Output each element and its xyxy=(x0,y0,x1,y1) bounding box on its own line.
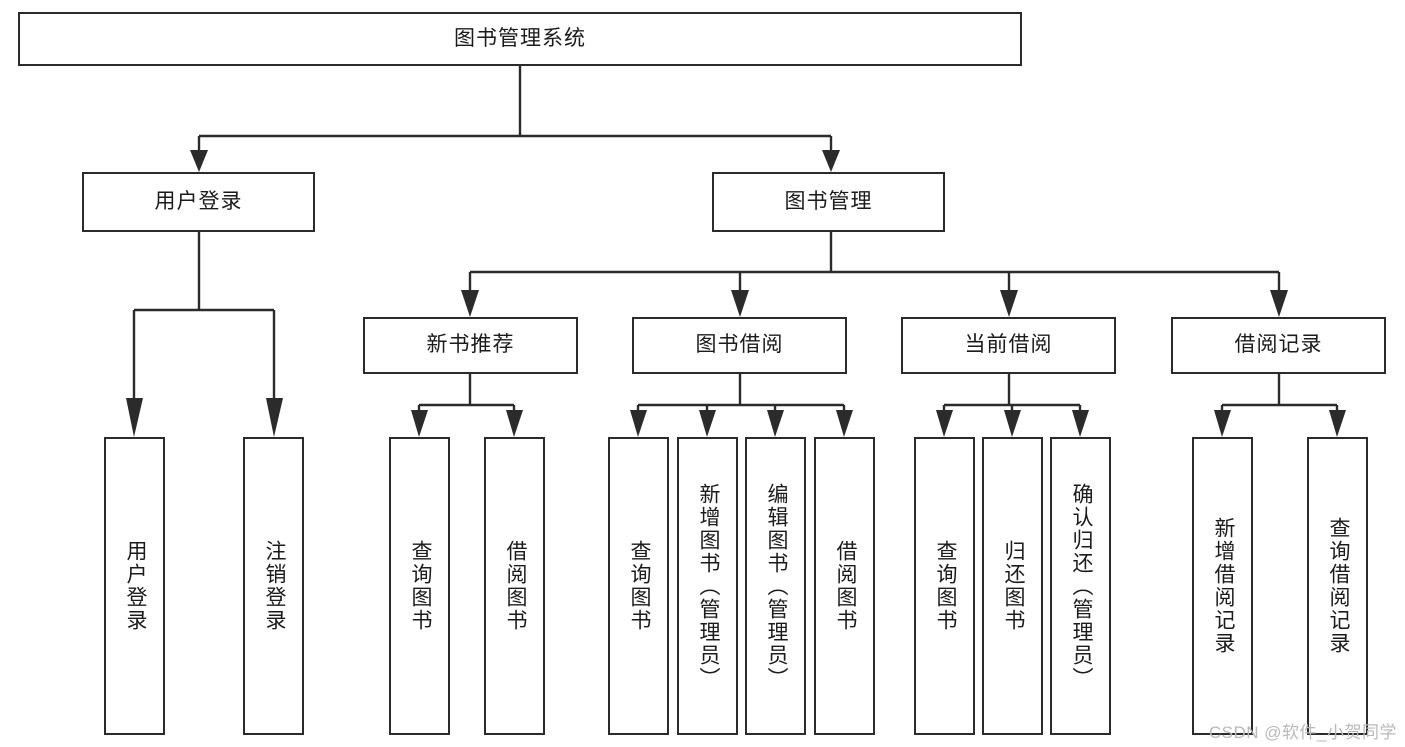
node-borrow-record-label: 借阅记录 xyxy=(1234,333,1323,357)
leaf-bb-edit-book-admin[interactable]: 编辑图书（管理员） xyxy=(745,437,806,735)
leaf-bb-query-book[interactable]: 查询图书 xyxy=(608,437,669,735)
node-current-borrow-label: 当前借阅 xyxy=(964,333,1053,357)
leaf-nb-query-book[interactable]: 查询图书 xyxy=(389,437,450,735)
node-current-borrow[interactable]: 当前借阅 xyxy=(901,317,1116,374)
leaf-user-login[interactable]: 用户登录 xyxy=(104,437,165,735)
leaf-user-login-label: 用户登录 xyxy=(123,540,147,632)
arrow-book-mgmt xyxy=(822,150,840,172)
arrow-bb-query xyxy=(630,410,647,437)
node-root-system[interactable]: 图书管理系统 xyxy=(18,12,1022,66)
arrow-cb-confirm xyxy=(1072,410,1089,437)
node-book-management-label: 图书管理 xyxy=(784,189,873,213)
arrow-bb-add xyxy=(699,410,716,437)
leaf-bb-borrow-book-label: 借阅图书 xyxy=(833,540,857,632)
leaf-cb-confirm-return-admin-label: 确认归还（管理员） xyxy=(1069,482,1093,690)
arrow-book-borrow xyxy=(731,290,749,317)
leaf-cb-query-book-label: 查询图书 xyxy=(933,540,957,632)
node-user-login-label: 用户登录 xyxy=(154,189,243,213)
leaf-logout-label: 注销登录 xyxy=(262,540,286,632)
node-book-borrow[interactable]: 图书借阅 xyxy=(632,317,847,374)
leaf-bb-add-book-admin[interactable]: 新增图书（管理员） xyxy=(677,437,738,735)
arrow-bb-edit xyxy=(767,410,784,437)
arrow-new-book xyxy=(461,290,479,317)
leaf-cb-return-book[interactable]: 归还图书 xyxy=(982,437,1043,735)
node-root-system-label: 图书管理系统 xyxy=(454,26,586,50)
arrow-bb-borrow xyxy=(836,410,853,437)
leaf-logout[interactable]: 注销登录 xyxy=(243,437,304,735)
leaf-bb-add-book-admin-label: 新增图书（管理员） xyxy=(696,482,720,690)
node-new-book-recommend-label: 新书推荐 xyxy=(426,333,515,357)
node-new-book-recommend[interactable]: 新书推荐 xyxy=(363,317,578,374)
leaf-nb-borrow-book[interactable]: 借阅图书 xyxy=(484,437,545,735)
leaf-bb-borrow-book[interactable]: 借阅图书 xyxy=(814,437,875,735)
leaf-cb-return-book-label: 归还图书 xyxy=(1001,540,1025,632)
arrow-cb-query xyxy=(936,410,953,437)
arrow-leaf-logout xyxy=(266,398,283,437)
node-user-login[interactable]: 用户登录 xyxy=(82,172,315,232)
node-book-management[interactable]: 图书管理 xyxy=(712,172,945,232)
arrow-borrow-record xyxy=(1270,290,1288,317)
arrow-br-add xyxy=(1214,410,1231,437)
leaf-bb-query-book-label: 查询图书 xyxy=(627,540,651,632)
leaf-br-query-record-label: 查询借阅记录 xyxy=(1326,517,1350,655)
leaf-bb-edit-book-admin-label: 编辑图书（管理员） xyxy=(764,482,788,690)
arrow-nb-query xyxy=(411,410,428,437)
leaf-br-add-record-label: 新增借阅记录 xyxy=(1211,517,1235,655)
node-borrow-record[interactable]: 借阅记录 xyxy=(1171,317,1386,374)
leaf-cb-confirm-return-admin[interactable]: 确认归还（管理员） xyxy=(1050,437,1111,735)
arrow-user-login xyxy=(190,150,208,172)
leaf-nb-query-book-label: 查询图书 xyxy=(408,540,432,632)
arrow-leaf-user-login xyxy=(126,398,143,437)
leaf-br-add-record[interactable]: 新增借阅记录 xyxy=(1192,437,1253,735)
arrow-cb-return xyxy=(1004,410,1021,437)
arrow-current-borrow xyxy=(1000,290,1018,317)
watermark: CSDN @软件_小贺同学 xyxy=(1208,723,1397,742)
leaf-cb-query-book[interactable]: 查询图书 xyxy=(914,437,975,735)
arrow-br-query xyxy=(1329,410,1346,437)
leaf-br-query-record[interactable]: 查询借阅记录 xyxy=(1307,437,1368,735)
leaf-nb-borrow-book-label: 借阅图书 xyxy=(503,540,527,632)
node-book-borrow-label: 图书借阅 xyxy=(695,333,784,357)
arrow-nb-borrow xyxy=(506,410,523,437)
